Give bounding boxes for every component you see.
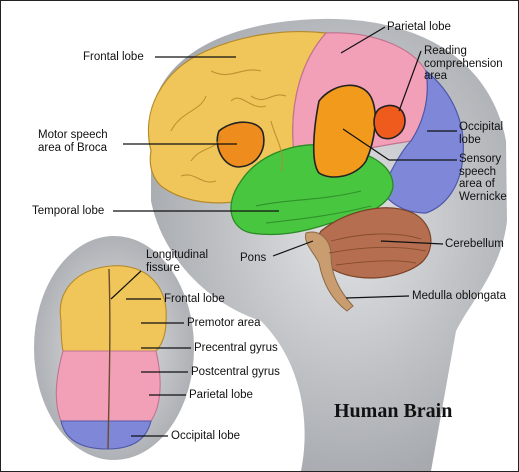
label-longitudinal-fissure: Longitudinal fissure (146, 249, 208, 274)
label-longitudinal-line2: fissure (146, 262, 208, 275)
label-occipital: Occipital lobe (459, 121, 503, 146)
reading-area (374, 105, 405, 138)
diagram-title: Human Brain (334, 400, 452, 423)
label-medulla: Medulla oblongata (412, 290, 516, 303)
label-broca: Motor speech area of Broca (38, 129, 108, 154)
label-wernicke: Sensory speech area of Wernicke (459, 153, 507, 203)
label-broca-line1: Motor speech (38, 129, 108, 142)
top-frontal-region (60, 266, 166, 351)
label-frontal-lobe: Frontal lobe (83, 51, 144, 64)
label-top-postcentral: Postcentral gyrus (191, 366, 280, 379)
label-reading-line2: comprehension (424, 58, 503, 71)
label-parietal-lobe: Parietal lobe (387, 21, 451, 34)
label-top-premotor: Premotor area (187, 317, 261, 330)
label-top-parietal: Parietal lobe (189, 389, 253, 402)
label-wernicke-line2: speech (459, 166, 507, 179)
label-top-frontal: Frontal lobe (164, 293, 225, 306)
label-wernicke-line3: area of (459, 178, 507, 191)
label-reading-comprehension: Reading comprehension area (424, 45, 503, 83)
label-cerebellum: Cerebellum (445, 238, 504, 251)
label-broca-line2: area of Broca (38, 142, 108, 155)
label-occipital-line1: Occipital (459, 121, 503, 134)
label-temporal-lobe: Temporal lobe (32, 205, 104, 218)
label-top-occipital: Occipital lobe (171, 430, 240, 443)
label-occipital-line2: lobe (459, 134, 503, 147)
label-wernicke-line4: Wernicke (459, 191, 507, 204)
label-longitudinal-line1: Longitudinal (146, 249, 208, 262)
label-wernicke-line1: Sensory (459, 153, 507, 166)
label-pons: Pons (240, 252, 266, 265)
label-reading-line3: area (424, 70, 503, 83)
label-reading-line1: Reading (424, 45, 503, 58)
label-top-precentral: Precentral gyrus (194, 342, 278, 355)
